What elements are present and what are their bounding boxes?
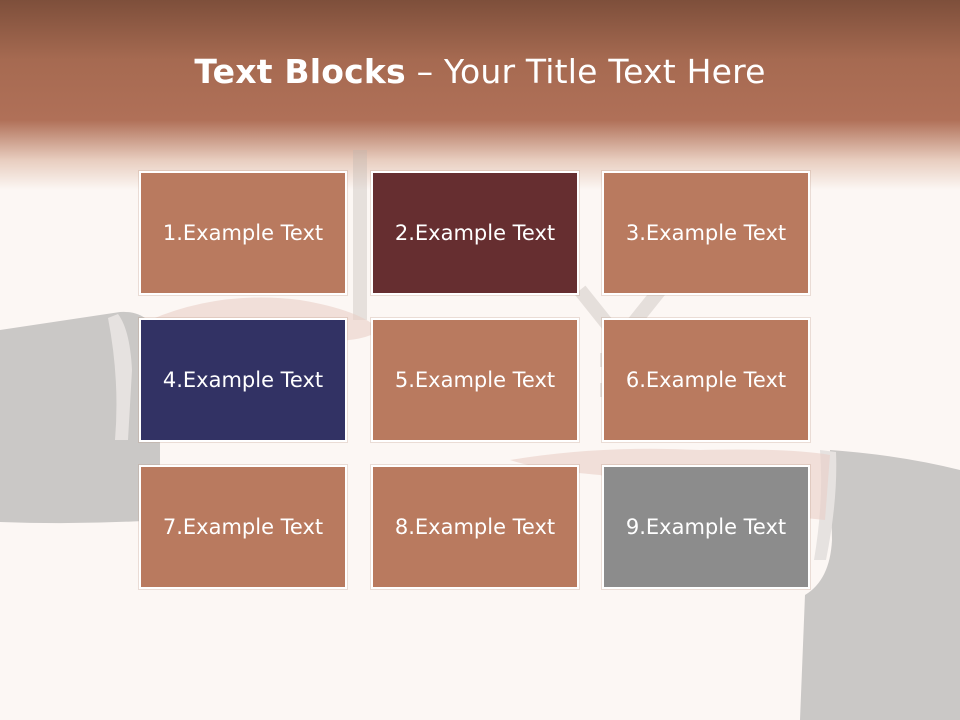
title-bold: Text Blocks [194,52,406,91]
text-block-1[interactable]: 1.Example Text [139,171,347,295]
text-block-5[interactable]: 5.Example Text [371,318,579,442]
text-block-9[interactable]: 9.Example Text [602,465,810,589]
text-block-8[interactable]: 8.Example Text [371,465,579,589]
text-block-label: 5.Example Text [394,368,556,392]
text-block-label: 6.Example Text [625,368,787,392]
page-title: Text Blocks – Your Title Text Here [0,52,960,91]
text-blocks-grid: 1.Example Text 2.Example Text 3.Example … [138,170,816,594]
title-rest: – Your Title Text Here [405,52,766,91]
text-block-label: 3.Example Text [625,221,787,245]
text-block-label: 9.Example Text [625,515,787,539]
header-band [0,0,960,190]
text-block-2[interactable]: 2.Example Text [371,171,579,295]
text-block-3[interactable]: 3.Example Text [602,171,810,295]
text-block-label: 2.Example Text [394,221,556,245]
text-block-label: 7.Example Text [162,515,324,539]
text-block-label: 8.Example Text [394,515,556,539]
text-block-7[interactable]: 7.Example Text [139,465,347,589]
text-block-label: 4.Example Text [162,368,324,392]
text-block-label: 1.Example Text [162,221,324,245]
text-block-4[interactable]: 4.Example Text [139,318,347,442]
text-block-6[interactable]: 6.Example Text [602,318,810,442]
